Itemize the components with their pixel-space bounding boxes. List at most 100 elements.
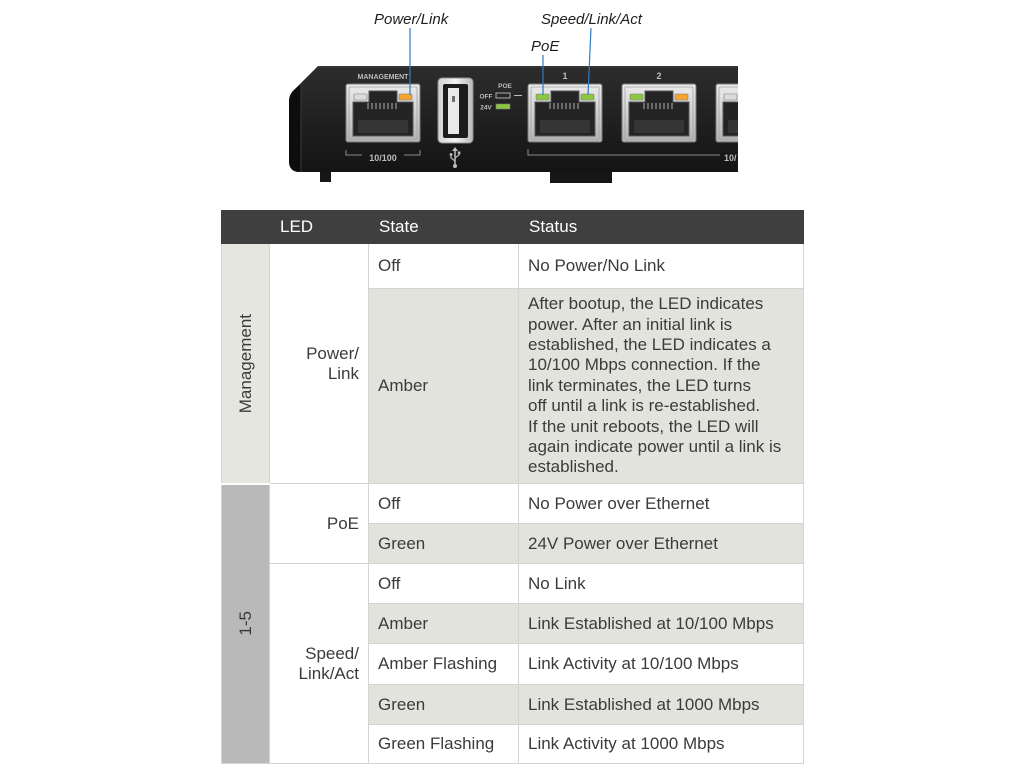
status-cell: Link Established at 1000 Mbps [518,684,804,725]
usb-icon [449,147,461,168]
port-bevel [348,86,418,140]
port-2-speed-link-act-led [674,93,689,101]
port-bevel [718,86,738,140]
status-cell: Link Established at 10/100 Mbps [518,603,804,644]
port-1 [527,83,603,143]
status-line: established, the LED indicates a [528,334,771,354]
management-speed-label: 10/100 [369,153,397,163]
port-bevel [530,86,600,140]
led-name-line: Link/Act [298,663,359,683]
status-line: If the unit reboots, the LED will [528,416,759,436]
table-row: Speed/ Link/Act Off No Link [222,563,804,764]
poe-24v-label: 24V [480,105,492,112]
port-management [345,83,421,143]
status-line: established. [528,457,619,477]
port-floor [540,120,590,133]
callout-speed-link-act: Speed/Link/Act [541,11,643,28]
state-cell: Amber Flashing [368,643,519,685]
status-line: power. After an initial link is [528,314,733,334]
table-row: Amber Link Established at 10/100 Mbps [222,603,804,644]
callout-power-link: Power/Link [374,11,450,28]
table-row: Green Flashing Link Activity at 1000 Mbp… [222,724,804,764]
device-foot-left [320,170,331,182]
state-cell: Off [368,563,519,604]
status-cell: After bootup, the LED indicates power. A… [518,288,804,484]
state-cell: Green [368,684,519,725]
management-left-led [353,93,368,101]
device-illustration: MANAGEMENT 10/100 [289,11,738,183]
device-foot-right [550,170,612,183]
led-cell-speed-link-act: Speed/ Link/Act [269,563,369,764]
led-name-line: Link [327,363,359,383]
usb-tongue-mark [452,96,455,102]
port-3 [715,83,738,143]
port-1-number: 1 [562,71,567,81]
status-line: link terminates, the LED turns [528,375,751,395]
header-state: State [368,210,519,244]
callout-speed-link-act-line [587,27,592,96]
led-cell-power-link: Power/ Link [269,243,369,484]
port-floor [634,120,684,133]
table-row: Amber After bootup, the LED indicates po… [222,288,804,484]
state-cell: Off [368,483,519,524]
port-2-poe-led [629,93,644,101]
led-name-line: PoE [326,513,359,533]
state-cell: Green [368,523,519,564]
header-led: LED [269,210,369,244]
status-cell: 24V Power over Ethernet [518,523,804,564]
led-name-line: Power/ [306,343,359,363]
status-cell: No Power/No Link [518,243,804,289]
status-cell: No Link [518,563,804,604]
port-3-poe-led [723,93,738,101]
status-line: After bootup, the LED indicates [528,294,764,314]
usb-port [437,77,474,144]
port-2-number: 2 [656,71,661,81]
device: MANAGEMENT 10/100 [289,66,738,183]
status-cell: Link Activity at 1000 Mbps [518,724,804,764]
status-cell: No Power over Ethernet [518,483,804,524]
led-status-table: LED State Status Management Power/ Link … [221,210,804,764]
group-cell-ports: 1-5 [221,482,270,764]
table-row: Management Power/ Link Off No Power/No L… [221,243,804,484]
group-label-management: Management [235,313,255,413]
state-cell: Green Flashing [368,724,519,764]
callout-poe: PoE [531,38,560,55]
group-label-ports: 1-5 [235,611,255,637]
led-cell-poe: PoE [269,483,369,564]
port-2 [621,83,697,143]
table-row: 1-5 PoE Off No Power over Ethernet [221,482,804,764]
port-floor [358,120,408,133]
usb-port-tongue [448,88,459,134]
poe-24v-led [495,103,511,110]
management-port-label: MANAGEMENT [358,74,410,81]
port-pins [643,103,673,109]
port-pins [549,103,579,109]
status-line: off until a link is re-established. [528,396,761,416]
management-power-link-led [398,93,413,101]
led-name-line: Speed/ [305,643,359,663]
poe-indicator: POE OFF 24V [480,83,522,112]
table-header-row: LED State Status [221,210,804,244]
state-cell: Off [368,243,519,289]
state-cell: Amber [368,288,519,484]
port-pins [367,103,397,109]
table-row: Amber Flashing Link Activity at 10/100 M… [222,643,804,685]
table-row: Green Link Established at 1000 Mbps [222,684,804,725]
management-speed-bracket [345,150,421,156]
port-floor [728,120,738,133]
device-side-face [289,84,301,172]
poe-off-mode-box [495,92,511,99]
status-cell: Link Activity at 10/100 Mbps [518,643,804,685]
ports-speed-label: 10/ [724,153,737,163]
status-line: again indicate power until a link is [528,437,782,457]
ports-speed-bracket [527,149,720,156]
header-status: Status [518,210,804,244]
poe-indicator-title: POE [498,83,512,90]
table-row: Green 24V Power over Ethernet [222,523,804,564]
header-group-cell [221,210,270,244]
group-cell-management: Management [221,243,270,484]
port-bevel [624,86,694,140]
status-line: 10/100 Mbps connection. If the [528,355,761,375]
state-cell: Amber [368,603,519,644]
poe-off-label: OFF [480,94,493,101]
